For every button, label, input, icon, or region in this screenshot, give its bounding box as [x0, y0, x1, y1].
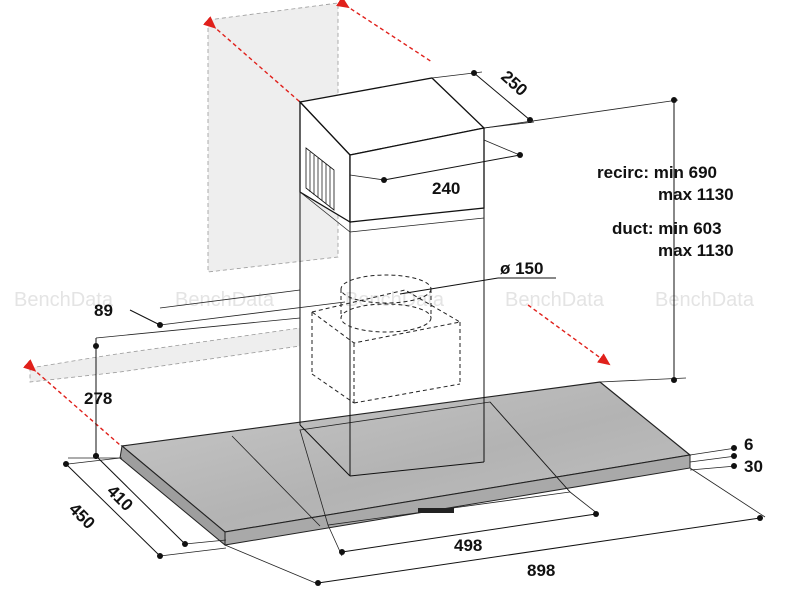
svg-text:BenchData: BenchData: [505, 289, 605, 311]
svg-text:BenchData: BenchData: [14, 289, 114, 311]
label-depth-450: 450: [65, 499, 98, 532]
svg-text:BenchData: BenchData: [655, 289, 755, 311]
motor-housing-hidden: [310, 274, 462, 404]
label-chimney-depth: 250: [497, 67, 531, 100]
label-offset-89: 89: [94, 301, 113, 320]
label-height-duct-2: max 1130: [658, 241, 734, 260]
label-depth-410: 410: [103, 481, 136, 514]
glass-canopy: [119, 381, 692, 547]
ceiling-wall-plane: [207, 2, 339, 273]
label-glass-thickness: 6: [744, 435, 753, 454]
dimension-lines: [63, 70, 766, 586]
label-duct-diameter: ø 150: [500, 259, 543, 278]
rear-wall-plane: [29, 327, 301, 383]
label-chimney-width: 240: [432, 179, 460, 198]
label-offset-278: 278: [84, 389, 112, 408]
label-width-498: 498: [454, 536, 482, 555]
label-width-898: 898: [527, 561, 555, 580]
label-hood-thickness: 30: [744, 457, 763, 476]
chimney: [298, 77, 486, 477]
depth-markers: [23, 0, 611, 446]
vent-grille: [305, 147, 335, 211]
watermark: BenchData BenchData BenchData BenchData …: [14, 289, 755, 311]
label-height-recirc-1: recirc: min 690: [597, 163, 717, 182]
label-height-duct-1: duct: min 603: [612, 219, 722, 238]
svg-text:BenchData: BenchData: [345, 289, 445, 311]
label-height-recirc-2: max 1130: [658, 185, 734, 204]
